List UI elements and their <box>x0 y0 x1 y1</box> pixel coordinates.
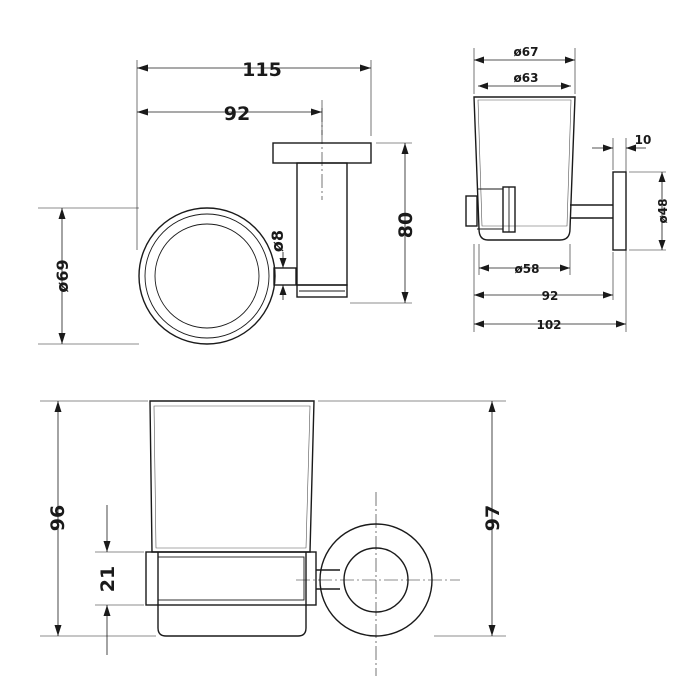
arrow <box>311 108 322 116</box>
arrow <box>360 64 371 72</box>
arrow <box>279 258 287 268</box>
arrow <box>474 320 484 328</box>
label-48: ø48 <box>656 199 670 224</box>
arrow <box>479 264 489 272</box>
label-67: ø67 <box>514 45 539 59</box>
arrow <box>58 333 66 344</box>
arrow <box>561 82 571 90</box>
cup-rim-ring <box>154 223 260 329</box>
arrow <box>279 285 287 295</box>
arrow <box>658 172 666 182</box>
cup-inner-ring <box>144 213 270 339</box>
arrow <box>58 208 66 219</box>
arrow <box>54 401 62 412</box>
front-cup-outline <box>149 400 315 553</box>
top-view: 115 92 ø69 ø8 80 <box>38 59 417 345</box>
holder-band <box>465 195 478 227</box>
label-92-side: 92 <box>542 289 559 303</box>
front-holder-ring <box>145 551 317 606</box>
side-view: ø67 ø63 10 ø48 ø58 92 102 <box>465 45 670 332</box>
arrow <box>474 56 484 64</box>
label-10: 10 <box>635 133 652 147</box>
label-69: ø69 <box>53 259 72 292</box>
connector <box>273 267 297 286</box>
arrow <box>626 144 636 152</box>
rod-base <box>296 284 348 298</box>
arrow <box>401 143 409 154</box>
label-58: ø58 <box>515 262 540 276</box>
front-cup-base <box>157 552 307 637</box>
arrow <box>474 291 484 299</box>
arrow <box>603 291 613 299</box>
cup-outer-ring <box>138 207 276 345</box>
label-8: ø8 <box>268 230 287 252</box>
arrow <box>560 264 570 272</box>
arrow <box>603 144 613 152</box>
arrow <box>616 320 626 328</box>
arrow <box>478 82 488 90</box>
label-102: 102 <box>536 318 561 332</box>
arrow <box>137 64 148 72</box>
label-97: 97 <box>482 505 504 531</box>
label-96: 96 <box>47 505 69 531</box>
front-view: 96 21 97 <box>40 400 506 676</box>
arrow <box>54 625 62 636</box>
label-21: 21 <box>97 566 119 592</box>
cup-inner-outline <box>477 99 572 227</box>
wall-plate <box>612 171 627 251</box>
cup-outline <box>473 96 576 241</box>
arrow <box>103 541 111 552</box>
arrow <box>401 292 409 303</box>
front-cup-inner <box>153 405 311 549</box>
arrow <box>488 625 496 636</box>
label-63: ø63 <box>514 71 539 85</box>
label-80: 80 <box>395 212 417 238</box>
arrow <box>103 605 111 616</box>
label-92-top: 92 <box>224 103 250 125</box>
arrow <box>565 56 575 64</box>
arrow <box>488 401 496 412</box>
front-holder-ring-inner <box>157 556 305 601</box>
label-115: 115 <box>242 59 282 81</box>
arrow <box>137 108 148 116</box>
arrow <box>658 240 666 250</box>
